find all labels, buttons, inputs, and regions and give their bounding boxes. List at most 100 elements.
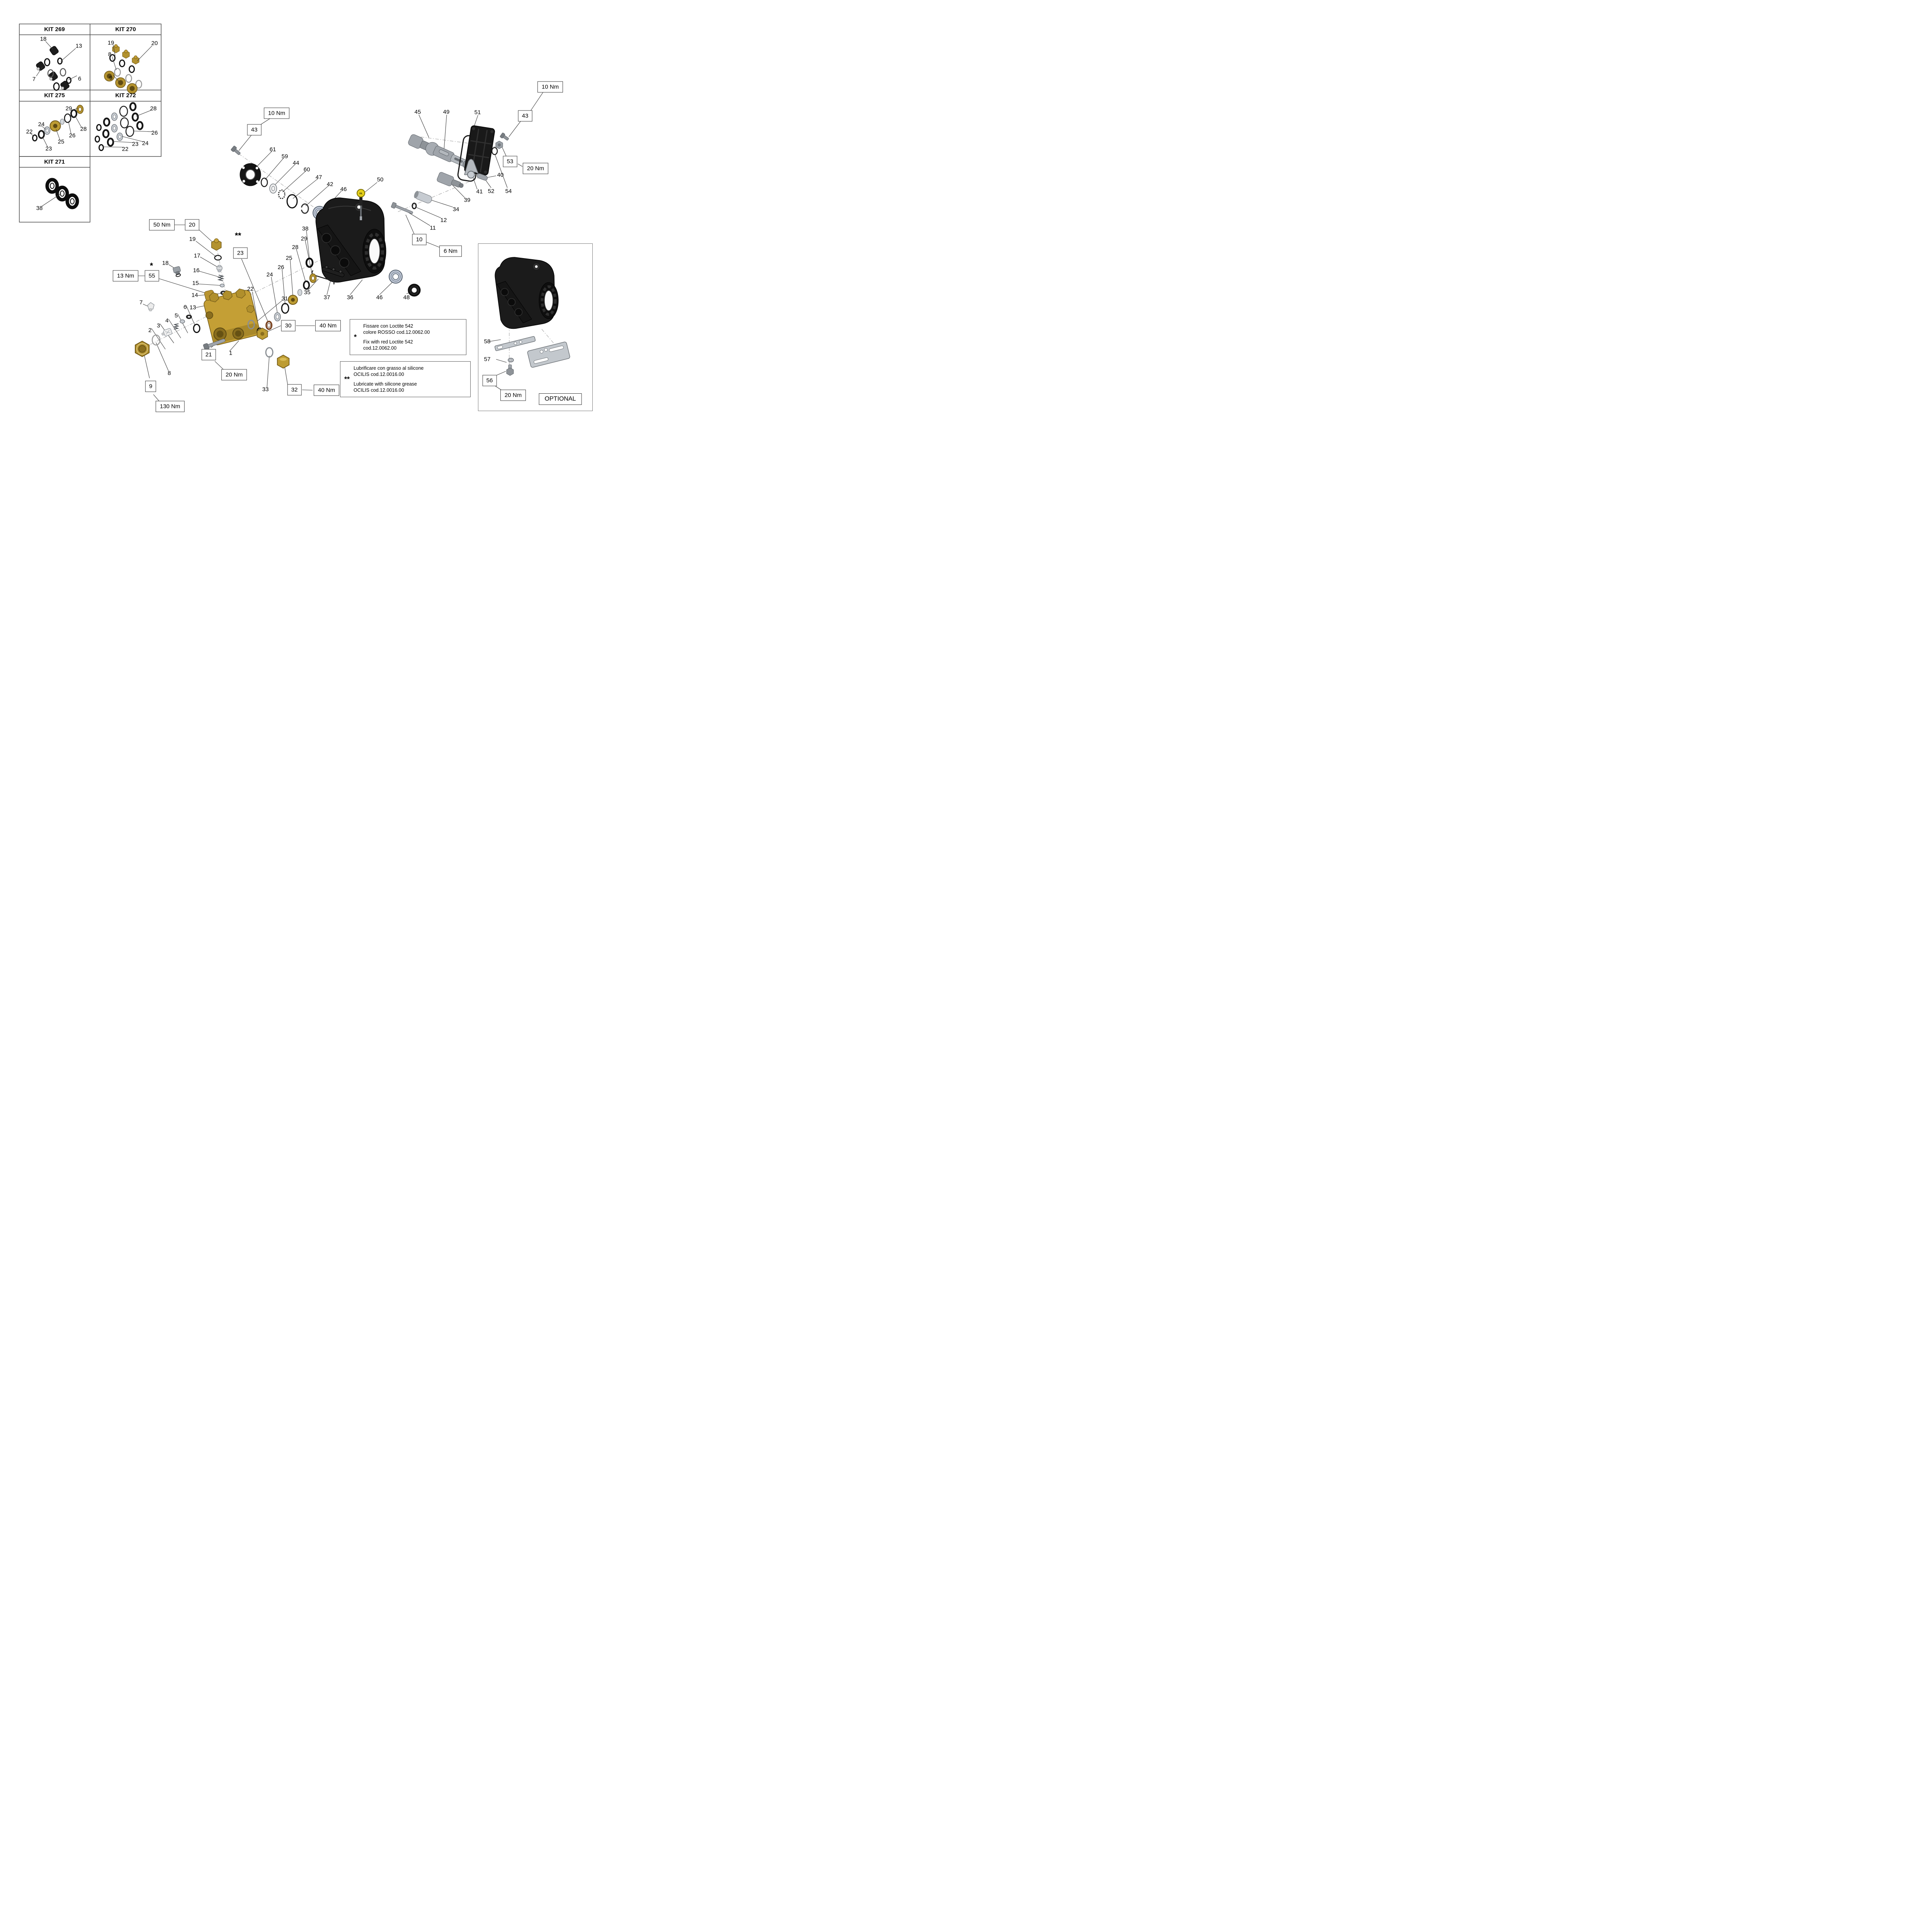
- callout-46: 46: [340, 186, 347, 193]
- part-28-seal: [303, 280, 310, 290]
- callout-19: 19: [107, 39, 114, 46]
- callout-5: 5: [174, 312, 178, 319]
- callout-19: 19: [189, 236, 196, 243]
- callout-13: 13: [75, 42, 82, 49]
- callout-2: 2: [148, 327, 152, 334]
- callout-34: 34: [452, 206, 459, 213]
- callout-24: 24: [142, 140, 149, 147]
- callout-11: 11: [430, 224, 436, 231]
- part-53-plug: [495, 141, 503, 149]
- callout-7: 7: [139, 299, 143, 306]
- callout-9: 9: [109, 75, 113, 82]
- part-60-lock-washer: [278, 189, 286, 199]
- torque-10nm-right: 10 Nm: [537, 81, 563, 93]
- svg-text:OIL: OIL: [359, 193, 362, 195]
- part-11-bolt: [391, 202, 413, 214]
- callout-26: 26: [151, 129, 158, 136]
- callout-58: 58: [484, 338, 491, 345]
- star-mark: *: [150, 261, 153, 270]
- part-32-cap: [277, 355, 290, 369]
- ref-box-30: 30: [281, 320, 296, 331]
- kit-271-title: KIT 271: [44, 158, 65, 165]
- ref-box-20: 20: [185, 219, 199, 231]
- optional-bracket: [527, 342, 570, 368]
- callout-39: 39: [464, 197, 471, 204]
- callout-12: 12: [440, 217, 447, 224]
- torque-6nm: 6 Nm: [439, 245, 462, 257]
- part-57-washer: [508, 358, 514, 362]
- exploded-parts-diagram: OIL: [0, 0, 598, 423]
- ref-box-9: 9: [145, 381, 156, 392]
- torque-40nm-32: 40 Nm: [313, 384, 340, 396]
- callout-26: 26: [69, 132, 76, 139]
- part-spacer-ring: [297, 289, 303, 296]
- callout-4: 4: [165, 317, 169, 324]
- part-20-valve-plug: [211, 238, 222, 251]
- callout-6: 6: [78, 75, 82, 82]
- part-39-piston-guide: [437, 172, 464, 188]
- part-31-washer: [247, 320, 255, 330]
- callout-38: 38: [36, 205, 43, 212]
- torque-10nm-left: 10 Nm: [264, 107, 290, 119]
- part-45-crankshaft: [408, 134, 471, 169]
- callout-23: 23: [132, 141, 139, 148]
- part-56-bolt: [506, 364, 514, 376]
- kit275-parts: [32, 105, 84, 141]
- double-star-mark: **: [235, 231, 242, 240]
- ref-box-43: 43: [247, 124, 262, 136]
- part-15-disc: [219, 284, 225, 287]
- callout-17: 17: [194, 252, 201, 259]
- callout-22: 22: [247, 286, 254, 292]
- part-25-piston-bushing: [288, 295, 298, 305]
- callout-59: 59: [281, 153, 288, 160]
- part-37-oil-bar: [321, 265, 345, 277]
- kit-269-title: KIT 269: [44, 26, 65, 33]
- part-61-bearing-cover: [240, 163, 261, 186]
- part-33-washer: [265, 347, 274, 358]
- note-grease-it1: Lubrificare con grasso al silicone: [354, 365, 424, 371]
- ref-box-43: 43: [518, 110, 532, 122]
- callout-25: 25: [58, 138, 65, 145]
- kit270-parts: [104, 44, 142, 94]
- note-loctite-en1: Fix with red Loctite 542: [363, 339, 413, 345]
- note-loctite-mark: *: [354, 333, 357, 341]
- ref-box-55: 55: [145, 270, 159, 282]
- ref-box-32: 32: [287, 384, 302, 396]
- diagram-artwork: OIL: [19, 24, 570, 403]
- callout-45: 45: [414, 109, 421, 116]
- part-48-seal: [408, 284, 421, 297]
- note-grease-it2: OCILIS cod.12.0016.00: [354, 372, 404, 377]
- callout-14: 14: [191, 292, 198, 299]
- kit-270-title: KIT 270: [115, 26, 136, 33]
- callout-36: 36: [347, 294, 354, 301]
- callout-1: 1: [229, 350, 233, 357]
- part-5-seal: [186, 314, 192, 319]
- callout-24: 24: [266, 271, 273, 278]
- callout-16: 16: [193, 267, 200, 274]
- part-58-rail: [494, 336, 536, 351]
- callout-25: 25: [286, 255, 293, 262]
- callout-35: 35: [304, 289, 311, 296]
- part-23-seal: [265, 321, 272, 330]
- part-50-oil-dipstick: OIL: [357, 189, 365, 220]
- part-19-oring: [214, 255, 222, 261]
- part-9-plug: [135, 341, 150, 357]
- part-35-wire-clip: [311, 270, 335, 285]
- callout-15: 15: [192, 280, 199, 287]
- callout-60: 60: [303, 166, 310, 173]
- callout-57: 57: [484, 356, 491, 363]
- callout-18: 18: [40, 36, 47, 42]
- part-43-bolt-right: [500, 133, 509, 141]
- kit-272-title: KIT 272: [115, 92, 136, 99]
- optional-label: OPTIONAL: [539, 393, 582, 405]
- torque-40nm-30: 40 Nm: [315, 320, 341, 331]
- callout-29: 29: [301, 235, 308, 242]
- note-grease-mark: **: [344, 375, 350, 383]
- part-43-screw-left: [231, 146, 241, 155]
- callout-50: 50: [377, 176, 384, 183]
- callout-31: 31: [281, 295, 288, 302]
- callout-28: 28: [292, 244, 299, 251]
- kit269-parts: [36, 46, 71, 91]
- ref-box-23: 23: [233, 247, 248, 259]
- callout-38: 38: [302, 225, 309, 232]
